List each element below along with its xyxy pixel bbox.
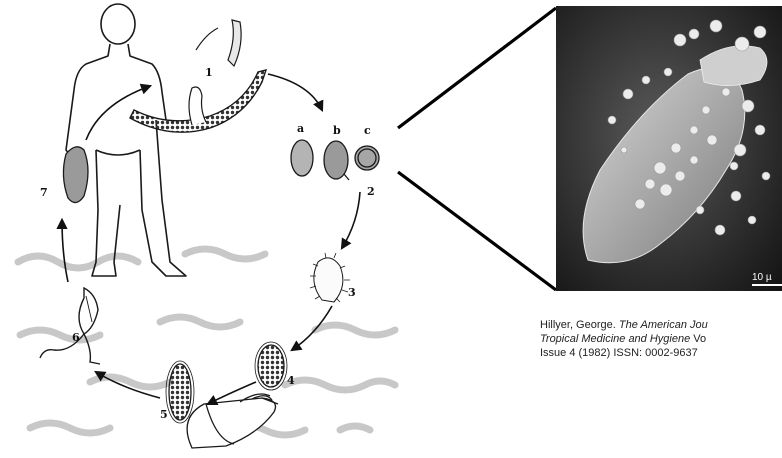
stage-label-6: 6 (72, 331, 80, 344)
arrow-1-to-2 (268, 74, 322, 110)
citation-volume: Vo (690, 333, 706, 345)
stage-label-5: 5 (160, 408, 168, 421)
egg-label-c: c (364, 124, 371, 137)
adult-worms (130, 20, 266, 132)
snail-shell (187, 394, 278, 448)
egg-label-b: b (333, 124, 341, 137)
citation-author: Hillyer, George. (540, 319, 619, 331)
human-figure (66, 4, 186, 276)
arrow-2-to-3 (342, 192, 360, 248)
sporocyst (255, 342, 287, 390)
miracidium (310, 253, 350, 302)
eggs (291, 140, 379, 180)
micrograph: 10 µ (556, 6, 782, 291)
citation-line-3: Issue 4 (1982) ISSN: 0002-9637 (540, 346, 782, 360)
arrow-6-to-7 (62, 220, 68, 282)
stage-label-2: 2 (367, 185, 375, 198)
stage-label-1: 1 (205, 66, 213, 79)
stage-label-4: 4 (287, 374, 295, 387)
stage-label-3: 3 (348, 286, 356, 299)
citation-journal-part-2: Tropical Medicine and Hygiene (540, 333, 690, 345)
egg-a (291, 140, 313, 176)
stage-label-7: 7 (40, 186, 48, 199)
daughter-sporocyst (166, 361, 194, 423)
egg-b (324, 141, 348, 179)
citation-journal-part-1: The American Jou (619, 319, 708, 331)
egg-label-a: a (297, 122, 304, 135)
schistosomulum (63, 147, 88, 203)
citation: Hillyer, George. The American Jou Tropic… (540, 318, 782, 360)
scale-bar-label: 10 µ (752, 272, 772, 283)
zoom-lines (398, 8, 556, 290)
citation-line-2: Tropical Medicine and Hygiene Vo (540, 332, 782, 346)
cercaria (40, 288, 100, 364)
citation-line-1: Hillyer, George. The American Jou (540, 318, 782, 332)
